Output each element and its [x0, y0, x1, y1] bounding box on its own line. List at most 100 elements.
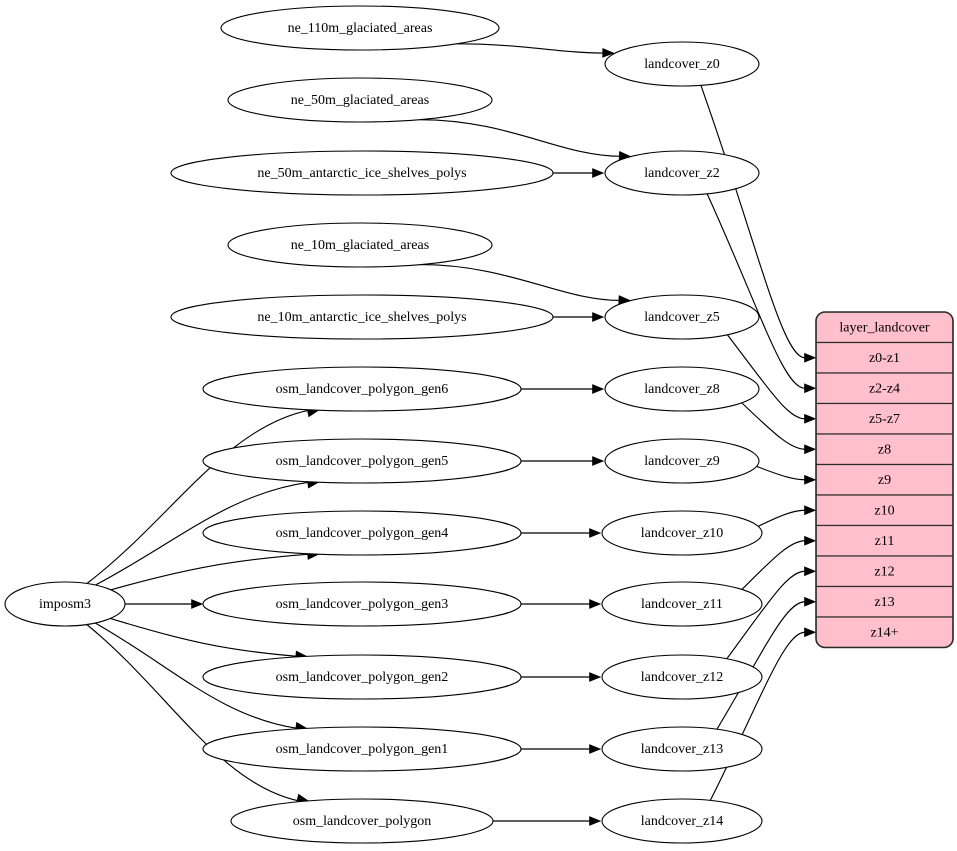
edge-landcover_z5-to-row-z5-z7 [726, 334, 806, 420]
table-row-z2-z4[interactable]: z2-z4 [816, 372, 953, 405]
node-ellipse[interactable] [202, 510, 522, 556]
edges-layer [86, 43, 817, 826]
edge-arrowhead [804, 474, 817, 485]
node-ne_50m_glaciated_areas[interactable]: ne_50m_glaciated_areas [227, 77, 493, 123]
table-row-rect[interactable] [816, 494, 953, 527]
table-row-label: z2-z4 [869, 381, 900, 396]
edge-arrowhead [804, 413, 817, 424]
table-row-z9[interactable]: z9 [816, 463, 953, 496]
edge-imposm3-to-osm_landcover_polygon_gen5 [95, 481, 310, 586]
node-ellipse[interactable] [604, 294, 760, 340]
node-label: landcover_z14 [641, 814, 723, 829]
node-label: landcover_z9 [644, 454, 719, 469]
table-row-rect[interactable] [816, 616, 953, 648]
node-landcover_z12[interactable]: landcover_z12 [601, 654, 763, 700]
node-label: ne_50m_glaciated_areas [291, 93, 429, 108]
node-landcover_z10[interactable]: landcover_z10 [601, 510, 763, 556]
node-ellipse[interactable] [601, 726, 763, 772]
table-row-label: z13 [874, 595, 894, 610]
node-label: landcover_z12 [641, 670, 723, 685]
table-row-rect[interactable] [816, 341, 953, 374]
table-row-rect[interactable] [816, 463, 953, 496]
node-ne_10m_antarctic_ice_shelves_polys[interactable]: ne_10m_antarctic_ice_shelves_polys [170, 294, 554, 340]
edge-landcover_z8-to-row-z8 [741, 402, 806, 450]
node-ellipse[interactable] [202, 366, 522, 412]
node-ellipse[interactable] [601, 581, 763, 627]
node-ellipse[interactable] [170, 150, 554, 196]
node-osm_landcover_polygon_gen1[interactable]: osm_landcover_polygon_gen1 [202, 726, 522, 772]
edge-arrowhead [804, 596, 817, 607]
table-row-label: z12 [874, 564, 894, 579]
node-ellipse[interactable] [227, 222, 493, 268]
node-landcover_z13[interactable]: landcover_z13 [601, 726, 763, 772]
node-osm_landcover_polygon_gen5[interactable]: osm_landcover_polygon_gen5 [202, 438, 522, 484]
edge-landcover_z10-to-row-z10 [757, 509, 806, 527]
table-row-z10[interactable]: z10 [816, 494, 953, 527]
node-ne_50m_antarctic_ice_shelves_polys[interactable]: ne_50m_antarctic_ice_shelves_polys [170, 150, 554, 196]
table-row-label: z10 [874, 503, 894, 518]
table-row-z14+[interactable]: z14+ [816, 616, 953, 648]
node-label: osm_landcover_polygon_gen5 [276, 454, 449, 469]
table-row-rect[interactable] [816, 585, 953, 618]
node-ellipse[interactable] [604, 150, 760, 196]
node-landcover_z5[interactable]: landcover_z5 [604, 294, 760, 340]
node-ellipse[interactable] [202, 654, 522, 700]
node-landcover_z8[interactable]: landcover_z8 [604, 366, 760, 412]
node-ellipse[interactable] [601, 654, 763, 700]
table-row-label: z11 [875, 534, 895, 549]
node-ellipse[interactable] [202, 726, 522, 772]
edge-arrowhead [589, 528, 602, 538]
node-osm_landcover_polygon_gen6[interactable]: osm_landcover_polygon_gen6 [202, 366, 522, 412]
node-label: ne_10m_glaciated_areas [291, 238, 429, 253]
edge-imposm3-to-osm_landcover_polygon_gen6 [86, 409, 310, 584]
node-label: ne_10m_antarctic_ice_shelves_polys [257, 310, 466, 325]
node-ellipse[interactable] [227, 77, 493, 123]
edge-arrowhead [592, 456, 605, 466]
edge-landcover_z9-to-row-z9 [756, 465, 806, 481]
node-ellipse[interactable] [4, 581, 126, 627]
node-ellipse[interactable] [170, 294, 554, 340]
table-row-z13[interactable]: z13 [816, 585, 953, 618]
node-label: landcover_z8 [644, 382, 719, 397]
node-ne_110m_glaciated_areas[interactable]: ne_110m_glaciated_areas [220, 5, 500, 51]
node-ellipse[interactable] [230, 798, 494, 844]
node-landcover_z9[interactable]: landcover_z9 [604, 438, 760, 484]
table-row-z8[interactable]: z8 [816, 433, 953, 466]
table-header-label: layer_landcover [839, 320, 930, 335]
node-imposm3[interactable]: imposm3 [4, 581, 126, 627]
node-osm_landcover_polygon_gen3[interactable]: osm_landcover_polygon_gen3 [202, 581, 522, 627]
edge-ne_50m_glaciated_areas-to-landcover_z2 [419, 119, 621, 157]
table-row-z11[interactable]: z11 [816, 524, 953, 557]
node-label: imposm3 [39, 597, 91, 612]
node-landcover_z2[interactable]: landcover_z2 [604, 150, 760, 196]
node-osm_landcover_polygon_gen4[interactable]: osm_landcover_polygon_gen4 [202, 510, 522, 556]
table-row-z5-z7[interactable]: z5-z7 [816, 402, 953, 435]
node-ellipse[interactable] [604, 438, 760, 484]
node-ellipse[interactable] [604, 366, 760, 412]
node-landcover_z14[interactable]: landcover_z14 [601, 798, 763, 844]
node-ellipse[interactable] [220, 5, 500, 51]
edge-arrowhead [804, 444, 817, 455]
node-label: landcover_z5 [644, 310, 719, 325]
node-landcover_z11[interactable]: landcover_z11 [601, 581, 763, 627]
node-ellipse[interactable] [604, 41, 760, 87]
node-ellipse[interactable] [601, 798, 763, 844]
node-osm_landcover_polygon[interactable]: osm_landcover_polygon [230, 798, 494, 844]
node-ne_10m_glaciated_areas[interactable]: ne_10m_glaciated_areas [227, 222, 493, 268]
node-ellipse[interactable] [601, 510, 763, 556]
node-ellipse[interactable] [202, 581, 522, 627]
edge-arrowhead [804, 352, 817, 363]
node-label: osm_landcover_polygon_gen1 [276, 742, 449, 757]
table-row-rect[interactable] [816, 402, 953, 435]
node-osm_landcover_polygon_gen2[interactable]: osm_landcover_polygon_gen2 [202, 654, 522, 700]
table-row-z0-z1[interactable]: z0-z1 [816, 341, 953, 374]
table-row-z12[interactable]: z12 [816, 555, 953, 588]
node-landcover_z0[interactable]: landcover_z0 [604, 41, 760, 87]
edge-arrowhead [589, 672, 602, 682]
edge-arrowhead [804, 535, 817, 546]
node-label: osm_landcover_polygon_gen2 [276, 670, 449, 685]
node-label: ne_110m_glaciated_areas [288, 21, 433, 36]
edge-arrowhead [589, 816, 602, 826]
node-ellipse[interactable] [202, 438, 522, 484]
